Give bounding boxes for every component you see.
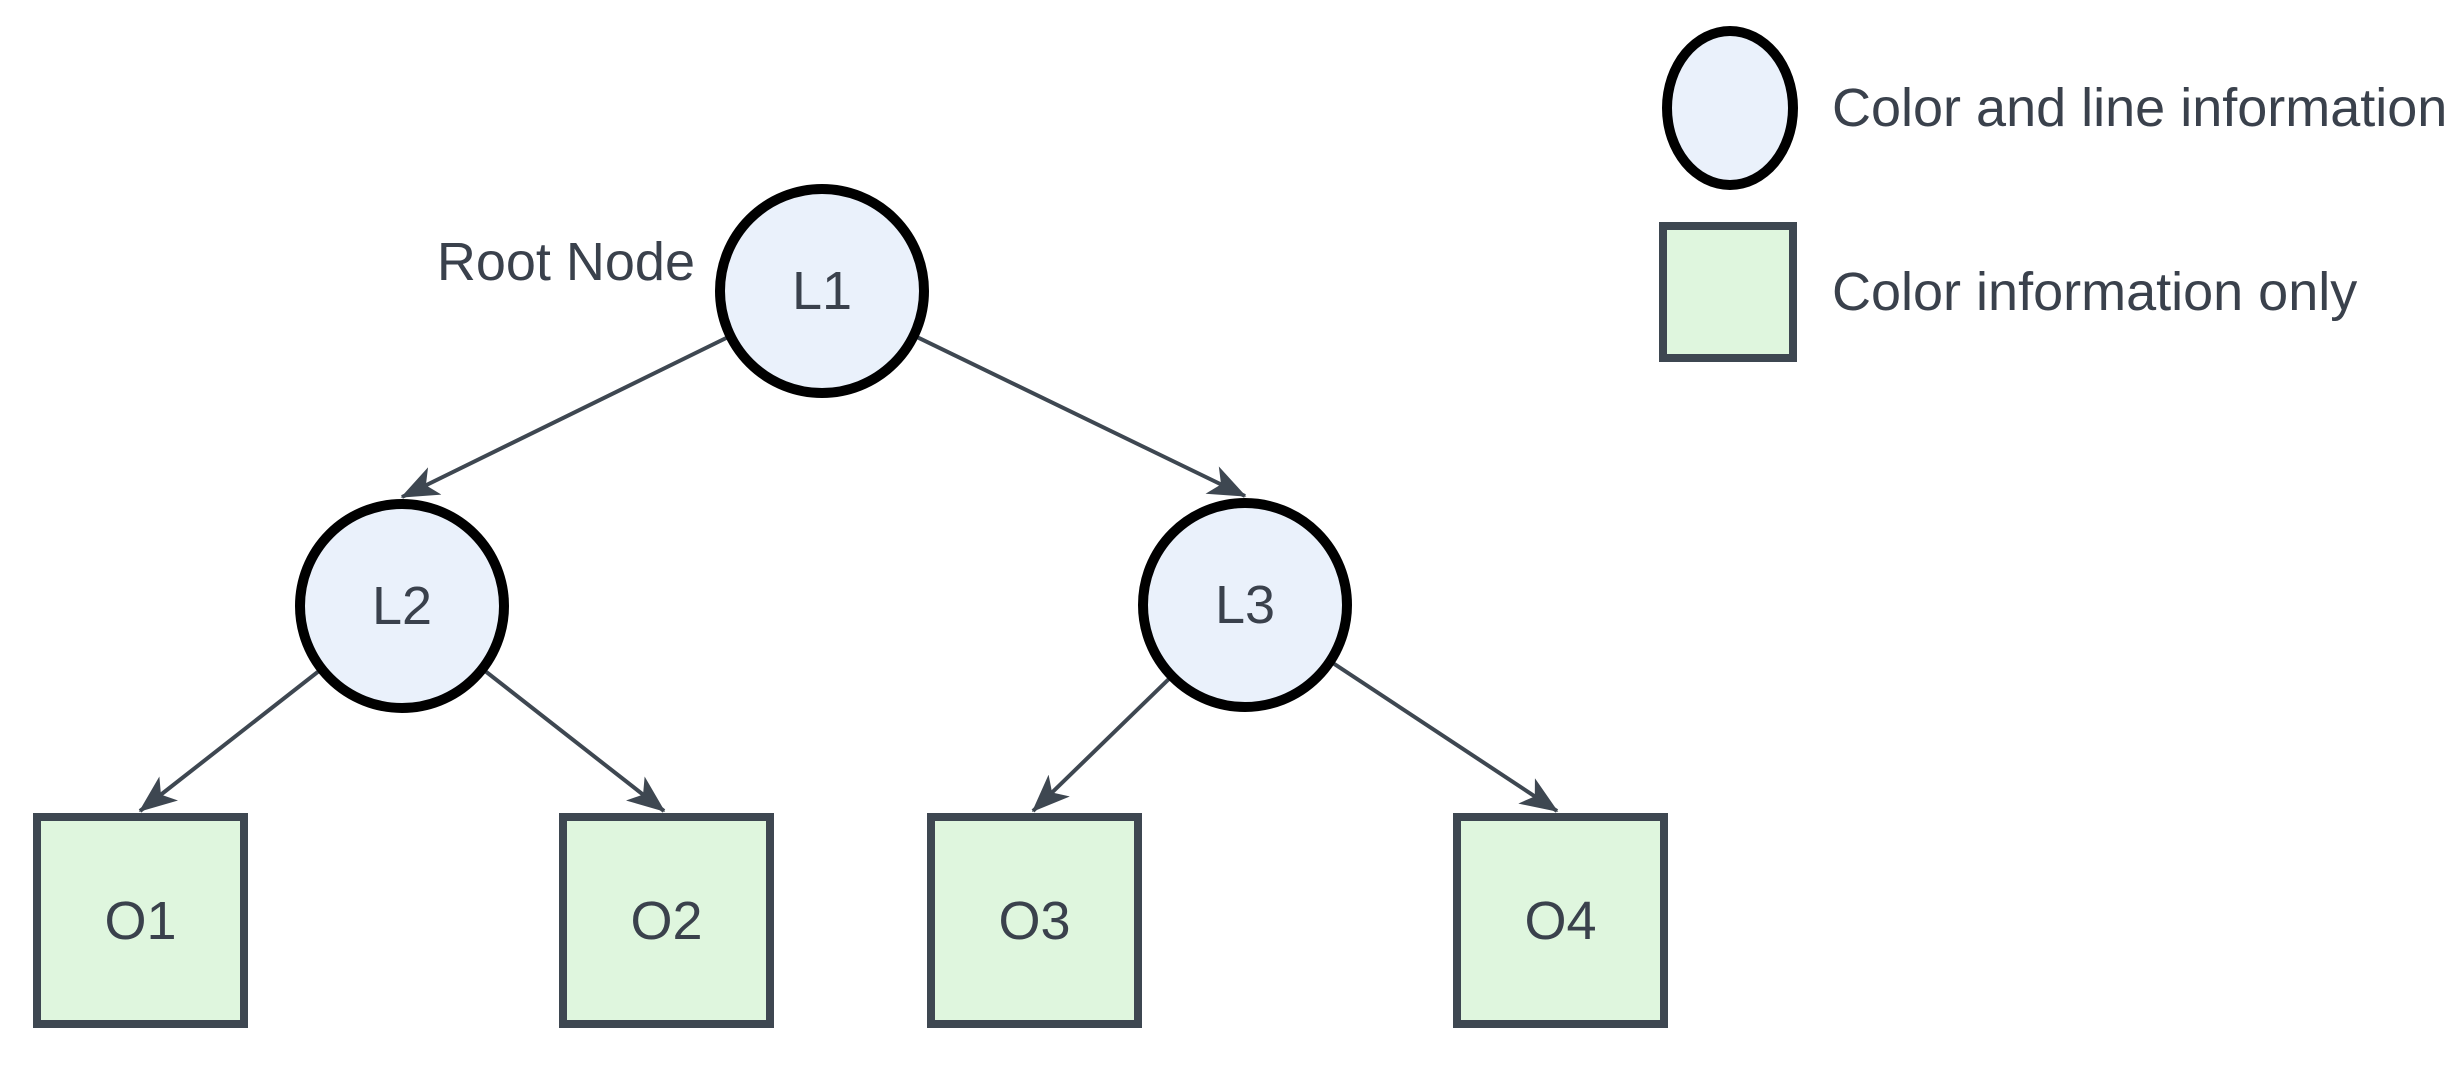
legend-item-circle: Color and line information bbox=[1662, 26, 2447, 190]
tree-node-L2[interactable]: L2 bbox=[295, 499, 509, 713]
node-label: L3 bbox=[1214, 575, 1276, 635]
legend: Color and line information Color informa… bbox=[0, 0, 2448, 400]
tree-node-O3[interactable]: O3 bbox=[927, 813, 1142, 1028]
node-label: O4 bbox=[1524, 890, 1597, 951]
node-label: O3 bbox=[998, 890, 1071, 951]
node-label: L1 bbox=[791, 261, 853, 321]
legend-label: Color and line information bbox=[1832, 78, 2448, 138]
legend-item-square: Color information only bbox=[1659, 222, 2357, 362]
legend-ellipse-swatch[interactable] bbox=[1662, 26, 1798, 190]
tree-node-O4[interactable]: O4 bbox=[1453, 813, 1668, 1028]
tree-node-L1[interactable]: L1 bbox=[715, 184, 929, 398]
tree-node-O1[interactable]: O1 bbox=[33, 813, 248, 1028]
root-node-label: Root Node bbox=[436, 232, 695, 292]
legend-label: Color information only bbox=[1832, 262, 2358, 322]
node-label: L2 bbox=[371, 576, 433, 636]
node-label: O1 bbox=[104, 890, 177, 951]
legend-square-swatch[interactable] bbox=[1659, 222, 1797, 362]
tree-node-O2[interactable]: O2 bbox=[559, 813, 774, 1028]
tree-node-L3[interactable]: L3 bbox=[1138, 498, 1352, 712]
node-label: O2 bbox=[630, 890, 703, 951]
